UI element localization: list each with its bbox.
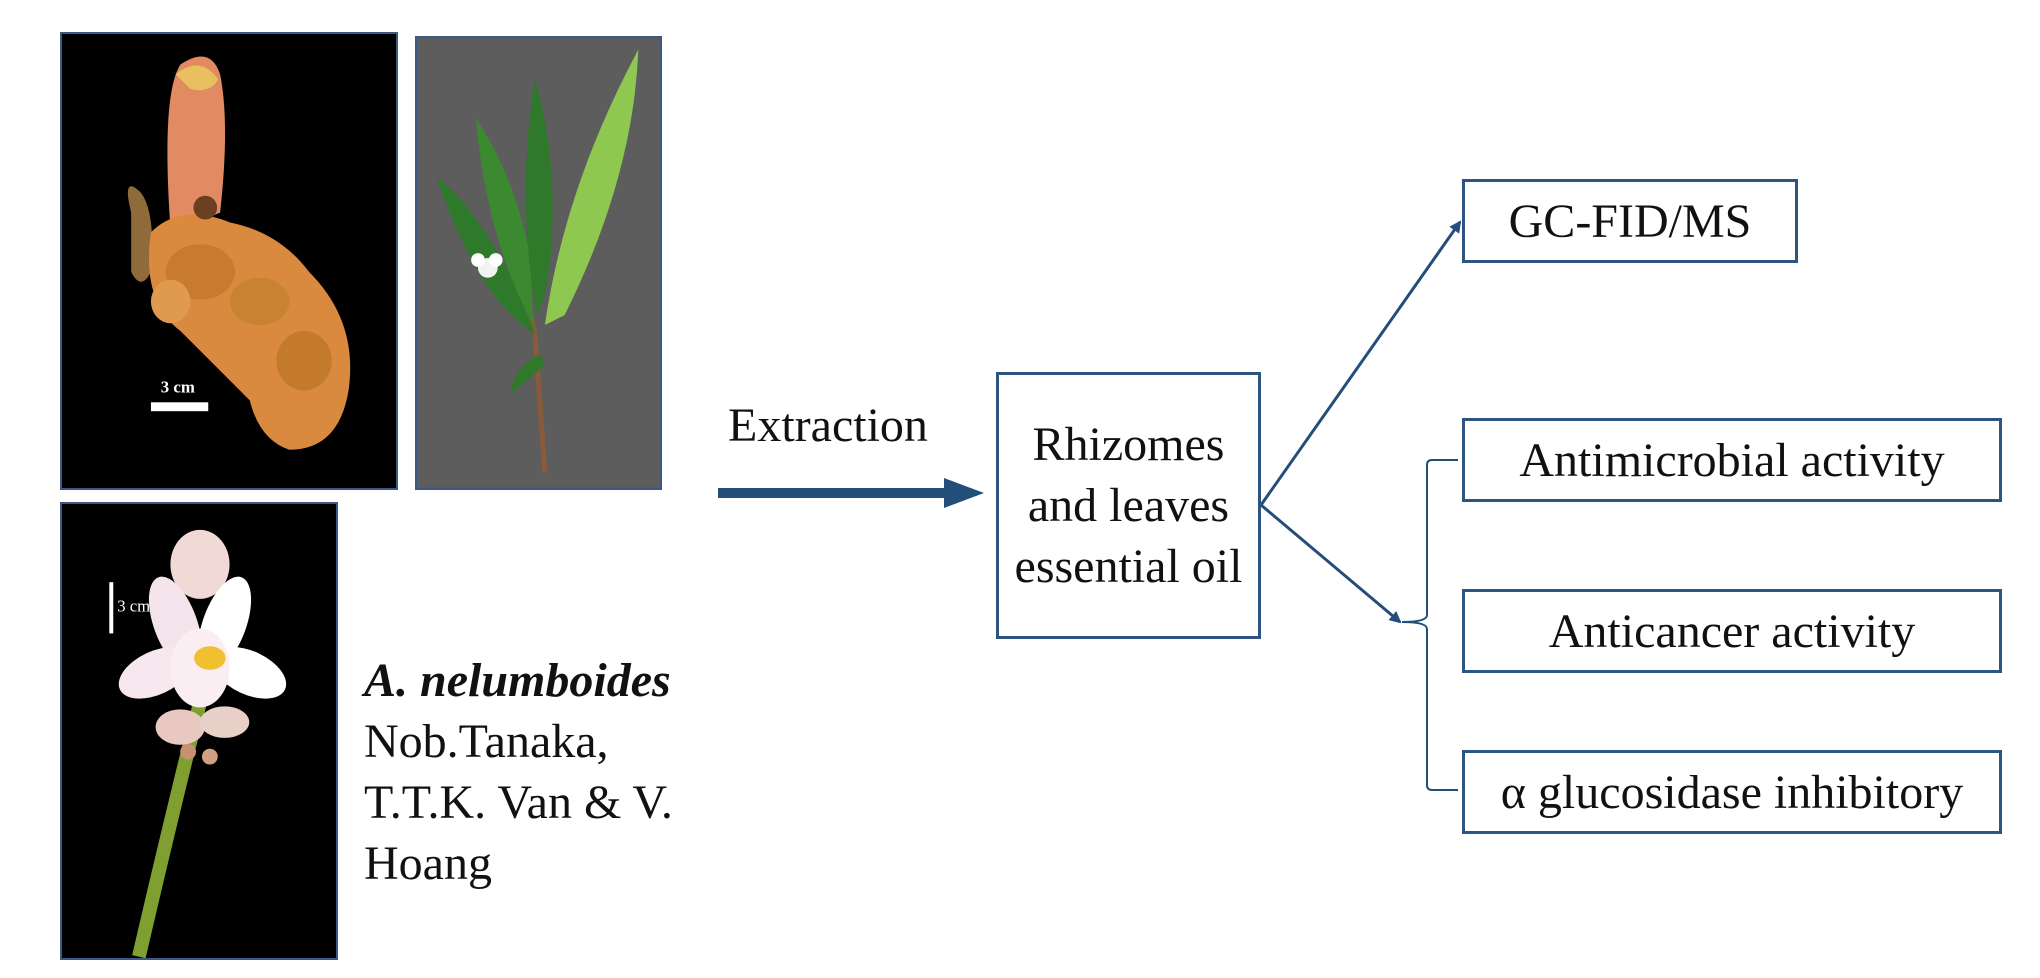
species-authority-line-2: T.T.K. Van & V. xyxy=(364,776,673,829)
leaves-photo xyxy=(415,36,662,490)
glucosidase-label: α glucosidase inhibitory xyxy=(1500,765,1964,819)
extraction-arrow xyxy=(718,478,984,508)
arrow-to-gc xyxy=(1259,220,1462,506)
flower-photo: 3 cm xyxy=(60,502,338,960)
species-authority-line-3: Hoang xyxy=(364,837,492,890)
extraction-label: Extraction xyxy=(728,399,928,452)
essential-oil-box: Rhizomes and leaves essential oil xyxy=(996,372,1261,639)
rhizome-photo: 3 cm xyxy=(60,32,398,490)
arrow-to-activities xyxy=(1260,503,1402,624)
anticancer-label: Anticancer activity xyxy=(1548,604,1916,658)
species-authority-line-1: Nob.Tanaka, xyxy=(364,715,609,768)
gc-fid-ms-label: GC-FID/MS xyxy=(1508,194,1752,248)
gc-fid-ms-box: GC-FID/MS xyxy=(1462,179,1798,263)
species-caption: A. nelumboides Nob.Tanaka, T.T.K. Van & … xyxy=(364,650,724,894)
leaves-illustration xyxy=(417,39,660,487)
antimicrobial-label: Antimicrobial activity xyxy=(1519,433,1945,487)
rhizome-illustration: 3 cm xyxy=(62,34,396,488)
activities-bracket xyxy=(1401,459,1458,791)
essential-oil-label: Rhizomes and leaves essential oil xyxy=(1014,418,1243,593)
antimicrobial-box: Antimicrobial activity xyxy=(1462,418,2002,502)
glucosidase-box: α glucosidase inhibitory xyxy=(1462,750,2002,834)
flower-illustration: 3 cm xyxy=(62,505,336,958)
species-name: A. nelumboides xyxy=(364,654,671,707)
flower-scale-label: 3 cm xyxy=(117,597,150,616)
rhizome-scale-label: 3 cm xyxy=(161,377,195,396)
anticancer-box: Anticancer activity xyxy=(1462,589,2002,673)
